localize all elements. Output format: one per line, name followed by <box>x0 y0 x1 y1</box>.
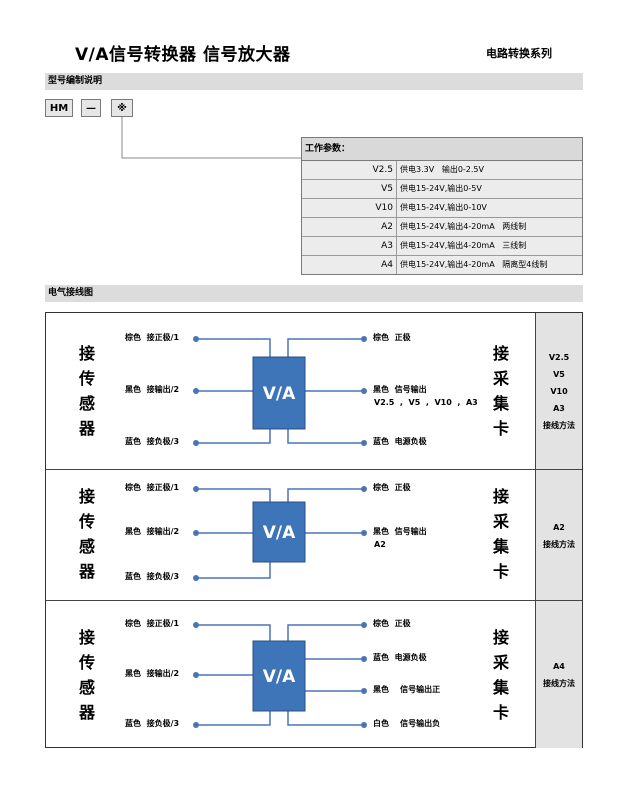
wiring-method-cell: A2 接线方法 <box>535 470 582 601</box>
va-converter-label: V/A <box>263 384 296 404</box>
left-wire-label: 棕色 接正极/1 <box>125 333 180 342</box>
wiring-panel: V/A 棕色 接正极/1 黑色 接输出/2 蓝色 接负极/3 棕色 正极黑色 信号输出蓝… <box>46 313 582 469</box>
left-terminal <box>193 575 199 581</box>
wiring-method-line: A4 <box>553 661 565 671</box>
right-wire-label: 黑色 信号输出 <box>373 385 427 394</box>
params-row-desc: 供电15-24V,输出4-20mA 隔离型4线制 <box>400 260 548 269</box>
wiring-lines: V/A <box>193 622 367 728</box>
right-terminal <box>361 722 367 728</box>
left-terminal <box>193 622 199 628</box>
va-converter-label: V/A <box>263 523 296 543</box>
right-wire-label: 蓝色 电源负极 <box>373 653 427 662</box>
params-row-code: V10 <box>302 199 397 217</box>
wiring-lines: V/A <box>193 336 367 446</box>
model-code-dash: — <box>81 99 101 117</box>
right-wire-extra-label: A2 <box>374 540 386 549</box>
wiring-method-line: V2.5 <box>548 352 570 362</box>
card-side-label: 接采集卡 <box>492 487 509 581</box>
right-terminal <box>361 688 367 694</box>
card-side-label: 接采集卡 <box>492 628 509 722</box>
wiring-panel: V/A 棕色 接正极/1 黑色 接输出/2 蓝色 接负极/3 棕色 正极蓝色 电源负极黑… <box>46 600 582 748</box>
wiring-method-line: A3 <box>553 403 565 413</box>
left-wire-label: 棕色 接正极/1 <box>125 619 180 628</box>
wiring-section-heading: 电气接线图 <box>45 285 583 302</box>
page-title: V/A信号转换器 信号放大器 <box>75 45 291 65</box>
right-terminal <box>361 530 367 536</box>
model-code-variant: ※ <box>111 99 133 117</box>
card-side-label: 接采集卡 <box>492 344 509 438</box>
model-code-prefix: HM <box>45 99 73 117</box>
va-converter-box <box>252 501 306 563</box>
params-row-code: V2.5 <box>302 161 397 179</box>
params-row-code: A2 <box>302 218 397 236</box>
right-terminal <box>361 336 367 342</box>
params-row-desc: 供电15-24V,输出4-20mA 两线制 <box>400 222 527 231</box>
left-terminal <box>193 530 199 536</box>
params-row-code: A3 <box>302 237 397 255</box>
wiring-method-line: V5 <box>553 369 565 379</box>
wiring-method-line: 接线方法 <box>543 420 575 430</box>
right-wire-label: 棕色 正极 <box>373 333 411 342</box>
va-converter-label: V/A <box>263 667 296 687</box>
wiring-method-line: 接线方法 <box>543 678 575 688</box>
params-heading: 工作参数： <box>302 138 582 161</box>
sensor-side-label: 接传感器 <box>78 487 95 581</box>
sensor-side-label: 接传感器 <box>78 628 95 722</box>
params-row-desc: 供电3.3V 输出0-2.5V <box>400 165 484 174</box>
wiring-lines: V/A <box>193 486 367 581</box>
left-terminal <box>193 722 199 728</box>
params-row-desc: 供电15-24V,输出0-5V <box>400 184 482 193</box>
wiring-method-cell: A4 接线方法 <box>535 601 582 748</box>
params-row-desc: 供电15-24V,输出0-10V <box>400 203 487 212</box>
left-wire-label: 黑色 接输出/2 <box>125 669 180 678</box>
right-terminal <box>361 388 367 394</box>
left-wire-label: 棕色 接正极/1 <box>125 483 180 492</box>
right-terminal <box>361 440 367 446</box>
left-terminal <box>193 388 199 394</box>
left-wire-label: 蓝色 接负极/3 <box>125 437 180 446</box>
wiring-method-line: 接线方法 <box>543 539 575 549</box>
right-wire-label: 白色 信号输出负 <box>373 719 441 728</box>
params-row-desc: 供电15-24V,输出4-20mA 三线制 <box>400 241 527 250</box>
right-wire-label: 棕色 正极 <box>373 619 411 628</box>
va-converter-box <box>252 640 306 712</box>
right-wire-label: 黑色 信号输出正 <box>373 685 441 694</box>
left-terminal <box>193 336 199 342</box>
wiring-panel: V/A 棕色 接正极/1 黑色 接输出/2 蓝色 接负极/3 棕色 正极黑色 信号输出 A… <box>46 469 582 601</box>
right-wire-extra-label: V2.5 , V5 , V10 , A3 <box>374 398 478 407</box>
right-terminal <box>361 486 367 492</box>
series-label: 电路转换系列 <box>486 47 552 60</box>
wiring-method-line: A2 <box>553 522 565 532</box>
left-terminal <box>193 440 199 446</box>
model-section-heading: 型号编制说明 <box>45 73 583 90</box>
right-wire-label: 黑色 信号输出 <box>373 527 427 536</box>
va-converter-box <box>252 356 306 430</box>
left-wire-label: 蓝色 接负极/3 <box>125 572 180 581</box>
left-wire-label: 蓝色 接负极/3 <box>125 719 180 728</box>
right-wire-label: 蓝色 电源负极 <box>373 437 427 446</box>
params-row-code: V5 <box>302 180 397 198</box>
right-terminal <box>361 622 367 628</box>
params-row-code: A4 <box>302 256 397 274</box>
left-terminal <box>193 486 199 492</box>
right-terminal <box>361 656 367 662</box>
left-terminal <box>193 672 199 678</box>
left-wire-label: 黑色 接输出/2 <box>125 385 180 394</box>
sensor-side-label: 接传感器 <box>78 344 95 438</box>
right-wire-label: 棕色 正极 <box>373 483 411 492</box>
left-wire-label: 黑色 接输出/2 <box>125 527 180 536</box>
wiring-method-line: V10 <box>550 386 568 396</box>
